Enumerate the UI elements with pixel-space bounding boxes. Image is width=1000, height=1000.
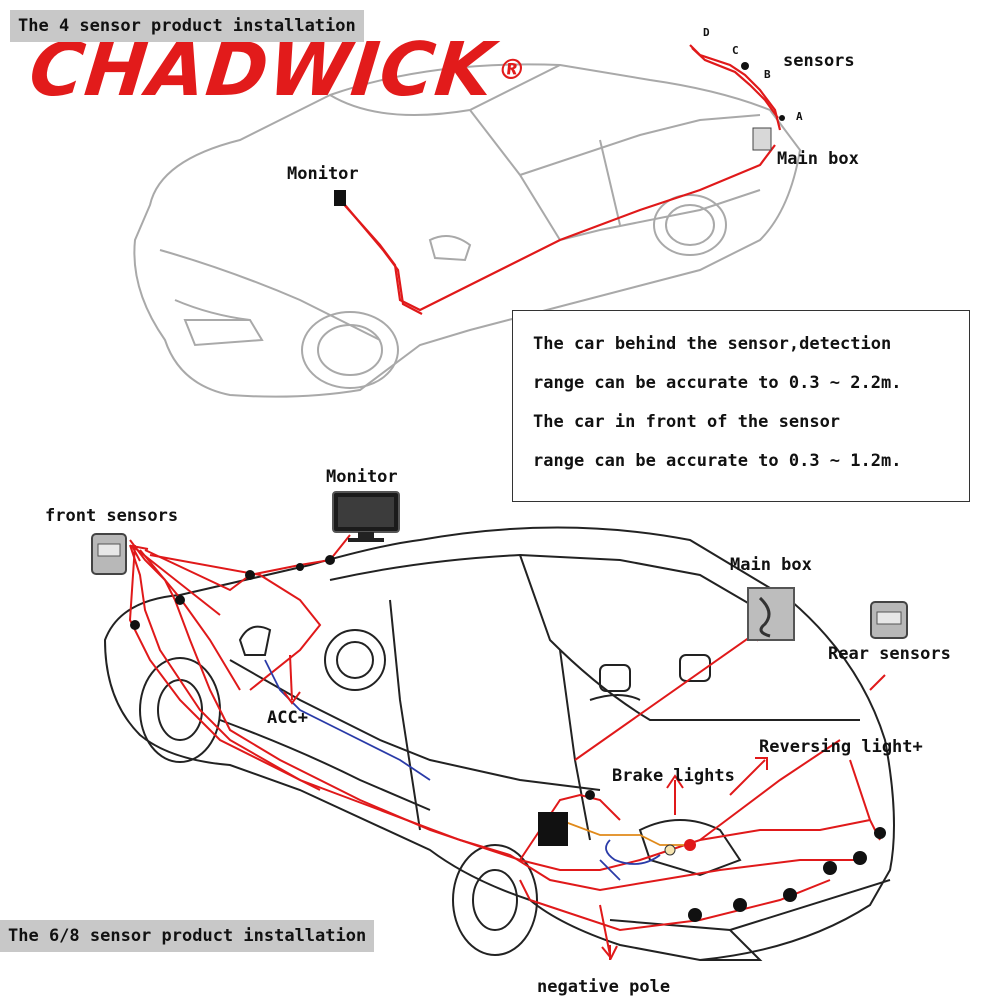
label-negative-pole: negative pole — [537, 977, 671, 997]
note-line: The car behind the sensor,detection — [533, 334, 892, 354]
label-point-a: A — [796, 110, 803, 123]
label-reversing-light: Reversing light+ — [759, 737, 923, 757]
annotation-arrows — [130, 544, 886, 960]
top-sensor-dot — [741, 62, 749, 70]
registered-mark: ® — [496, 53, 529, 86]
fuel-door — [538, 812, 568, 846]
rear-sensor-device — [870, 601, 908, 639]
note-line: The car in front of the sensor — [533, 412, 841, 432]
label-point-c: C — [732, 44, 739, 57]
top-sensor-dot — [779, 115, 785, 121]
top-car-drawing — [133, 63, 802, 398]
label-top-monitor: Monitor — [287, 164, 359, 184]
label-brake-lights: Brake lights — [612, 766, 735, 786]
label-point-d: D — [703, 26, 710, 39]
bottom-orange-wiring — [559, 819, 690, 846]
label-point-b: B — [764, 68, 771, 81]
bottom-blue-wiring — [264, 659, 661, 881]
label-sensors: sensors — [783, 51, 855, 71]
brand-logo: CHADWICK® — [25, 27, 531, 113]
reversing-light-marker — [664, 844, 676, 856]
label-acc: ACC+ — [267, 708, 308, 728]
bottom-section-banner: The 6/8 sensor product installation — [0, 920, 375, 952]
label-rear-sensors: Rear sensors — [828, 644, 951, 664]
bottom-wiring — [128, 534, 881, 960]
label-bottom-monitor: Monitor — [326, 467, 398, 487]
bottom-monitor-device — [332, 491, 400, 542]
detection-range-note: The car behind the sensor,detection rang… — [512, 310, 970, 502]
note-line: range can be accurate to 0.3 ~ 2.2m. — [533, 373, 902, 393]
sensor-dots — [130, 555, 886, 922]
top-main-box-device — [752, 127, 772, 151]
bottom-main-box-device — [747, 587, 795, 641]
label-front-sensors: front sensors — [45, 506, 179, 526]
top-monitor-device — [334, 190, 346, 206]
note-line: range can be accurate to 0.3 ~ 1.2m. — [533, 451, 902, 471]
front-sensor-device — [91, 533, 127, 575]
label-top-main-box: Main box — [777, 149, 859, 169]
bottom-car-drawing — [103, 526, 895, 962]
top-section-banner: The 4 sensor product installation — [10, 10, 364, 42]
top-wiring — [339, 44, 782, 315]
label-bottom-main-box: Main box — [730, 555, 812, 575]
brake-light-marker — [684, 839, 696, 851]
